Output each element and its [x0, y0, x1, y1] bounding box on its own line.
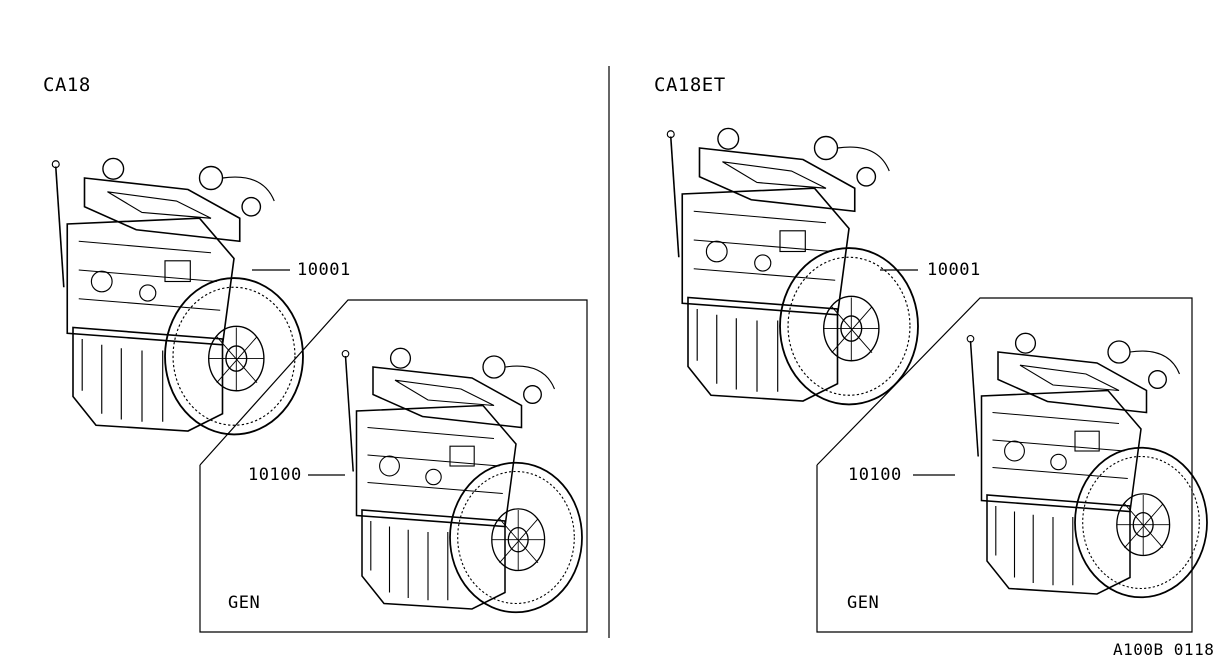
engine-drawing-ca18et: [666, 127, 919, 406]
inset-caption: GEN: [847, 593, 880, 613]
inset-frame-left: [199, 299, 588, 633]
part-number-label: 10001: [297, 260, 351, 280]
inset-frame-right: [816, 297, 1193, 633]
part-number-label: 10001: [927, 260, 981, 280]
part-number-label: 10100: [248, 465, 302, 485]
diagram-code: A100B 0118: [1113, 640, 1215, 659]
inset-caption: GEN: [228, 593, 261, 613]
engine-drawing-ca18: [51, 157, 304, 436]
part-number-label: 10100: [848, 465, 902, 485]
engine-drawing-ca18et-gen: [966, 332, 1208, 599]
engine-drawing-ca18-gen: [341, 347, 583, 614]
engine-model-title: CA18ET: [654, 74, 726, 96]
engine-model-title: CA18: [43, 74, 91, 96]
